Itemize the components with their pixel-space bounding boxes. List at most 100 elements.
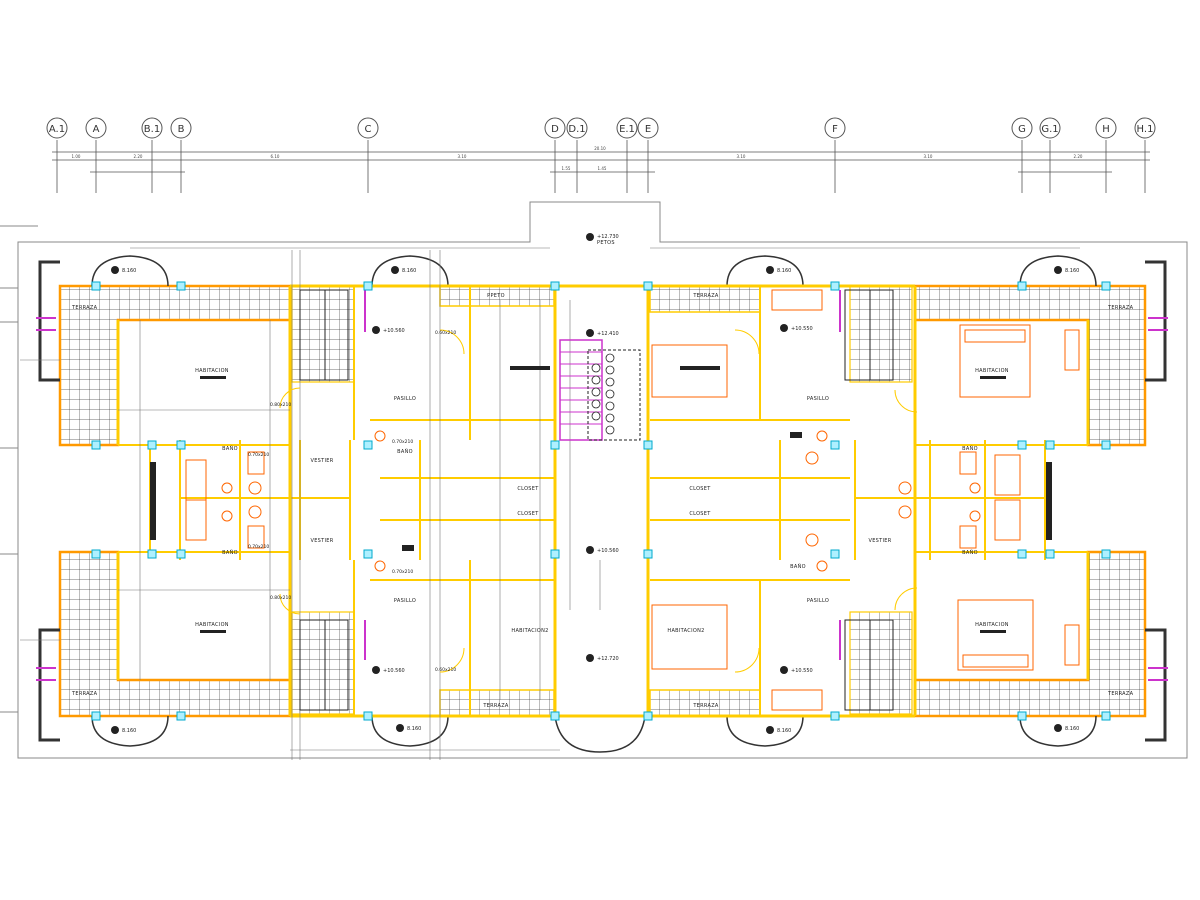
axis-bubble-g: G <box>1011 117 1033 139</box>
label-habitacion-ne: HABITACION <box>975 368 1009 374</box>
label-bano-r2: BAÑO <box>962 549 978 556</box>
svg-text:F: F <box>832 124 838 135</box>
label-bano-r1: BAÑO <box>962 445 978 452</box>
level-markers <box>111 233 1062 734</box>
svg-text:G: G <box>1018 124 1026 135</box>
dim-t3: 6.10 <box>271 154 280 159</box>
svg-text:A.1: A.1 <box>49 124 65 135</box>
label-pasillo-lb: PASILLO <box>394 598 416 604</box>
axis-bubble-h1: H.1 <box>1134 117 1156 139</box>
label-closet-2: CLOSET <box>517 511 539 517</box>
svg-text:D: D <box>551 124 559 135</box>
svg-text:TERRAZA: TERRAZA <box>1107 305 1134 311</box>
door-label-8: 0.70x210 <box>392 569 413 575</box>
label-petos: PETOS <box>597 240 615 246</box>
level-stair: +12.410 <box>597 331 619 337</box>
label-pasillo-rt: PASILLO <box>807 396 829 402</box>
axis-bubble-c: C <box>357 117 379 139</box>
dim-t8: 3.10 <box>924 154 933 159</box>
level-sc: 8.160 <box>407 726 421 732</box>
columns <box>91 281 1111 721</box>
axis-bubble-d1: D.1 <box>566 117 588 139</box>
dim-t7: 3.10 <box>737 154 746 159</box>
dim-total: 20.10 <box>594 146 606 151</box>
door-label-5: 0.70x210 <box>248 452 269 458</box>
svg-text:G.1: G.1 <box>1041 124 1058 135</box>
label-bano-r3: BAÑO <box>790 563 806 570</box>
svg-text:B: B <box>178 124 185 135</box>
level-se2: 8.160 <box>1065 726 1079 732</box>
tile-strips <box>291 285 913 717</box>
door-label-7: 0.70x210 <box>392 439 413 445</box>
svg-text:TERRAZA: TERRAZA <box>71 691 98 697</box>
axis-bubble-h: H <box>1095 117 1117 139</box>
label-closet-3: CLOSET <box>689 486 711 492</box>
svg-text:H.1: H.1 <box>1137 124 1154 135</box>
axis-bubble-a: A <box>85 117 107 139</box>
wall-fill <box>150 366 1052 633</box>
label-bano-l2: BAÑO <box>222 549 238 556</box>
site-boundary <box>0 201 1188 759</box>
axis-bubble-f: F <box>824 117 846 139</box>
stair-accents <box>36 290 1168 681</box>
label-terraza-lc: PPETO <box>487 293 505 299</box>
level-nw: 8.160 <box>122 268 136 274</box>
axis-bubble-a1: A.1 <box>46 117 68 139</box>
axis-bubble-e1: E.1 <box>616 117 638 139</box>
door-label-1: 0.80x210 <box>270 402 291 408</box>
dim-t9: 2.20 <box>1074 154 1083 159</box>
axis-grid <box>52 140 1150 193</box>
label-terraza-nc: TERRAZA <box>692 293 719 299</box>
label-vestier-r: VESTIER <box>868 538 891 544</box>
svg-text:H: H <box>1102 124 1110 135</box>
dim-t5: 1.55 <box>562 166 571 171</box>
svg-text:D.1: D.1 <box>568 124 585 135</box>
svg-text:B.1: B.1 <box>144 124 160 135</box>
level-center: +10.560 <box>597 548 619 554</box>
level-left-top: +10.560 <box>383 328 405 334</box>
dim-t4: 3.10 <box>458 154 467 159</box>
label-vestier-l1: VESTIER <box>310 458 333 464</box>
furniture <box>185 289 1080 711</box>
label-terraza-lb: TERRAZA <box>482 703 509 709</box>
axis-bubble-g1: G.1 <box>1039 117 1061 139</box>
side-stairs <box>299 289 894 711</box>
axis-bubble-b: B <box>170 117 192 139</box>
terrace-sw: TERRAZA <box>58 550 292 718</box>
level-se: 8.160 <box>777 728 791 734</box>
label-terraza-sc: TERRAZA <box>692 703 719 709</box>
door-label-3: 0.60x210 <box>435 330 456 336</box>
dim-t2: 2.20 <box>134 154 143 159</box>
label-pasillo-lt: PASILLO <box>394 396 416 402</box>
level-left-bottom: +10.560 <box>383 668 405 674</box>
label-vestier-l2: VESTIER <box>310 538 333 544</box>
level-sw: 8.160 <box>122 728 136 734</box>
label-closet-1: CLOSET <box>517 486 539 492</box>
label-pasillo-rb: PASILLO <box>807 598 829 604</box>
door-label-2: 0.80x210 <box>270 595 291 601</box>
exterior-walls <box>116 284 1090 718</box>
level-ne2: 8.160 <box>1065 268 1079 274</box>
label-habitacion-nw: HABITACION <box>195 368 229 374</box>
dim-t1: 1.00 <box>72 154 81 159</box>
svg-text:A: A <box>93 124 100 135</box>
door-swings <box>279 329 918 673</box>
door-label-6: 0.70x210 <box>248 544 269 550</box>
svg-text:C: C <box>365 124 372 135</box>
level-right-top: +10.550 <box>791 326 813 332</box>
label-bano-l3: BAÑO <box>397 448 413 455</box>
label-habitacion-se: HABITACION <box>975 622 1009 628</box>
level-top: +12.730 <box>597 234 619 240</box>
axis-bubble-e: E <box>637 117 659 139</box>
axis-bubble-b1: B.1 <box>141 117 163 139</box>
label-habitacion2-left: HABITACION2 <box>511 628 548 634</box>
terrace-nw: TERRAZA <box>58 284 292 447</box>
svg-text:TERRAZA: TERRAZA <box>71 305 98 311</box>
balconies <box>38 255 1167 753</box>
door-label-4: 0.60x210 <box>435 667 456 673</box>
svg-text:E.1: E.1 <box>619 124 635 135</box>
level-right-bottom: +10.550 <box>791 668 813 674</box>
level-bottom: +12.720 <box>597 656 619 662</box>
level-ne: 8.160 <box>777 268 791 274</box>
